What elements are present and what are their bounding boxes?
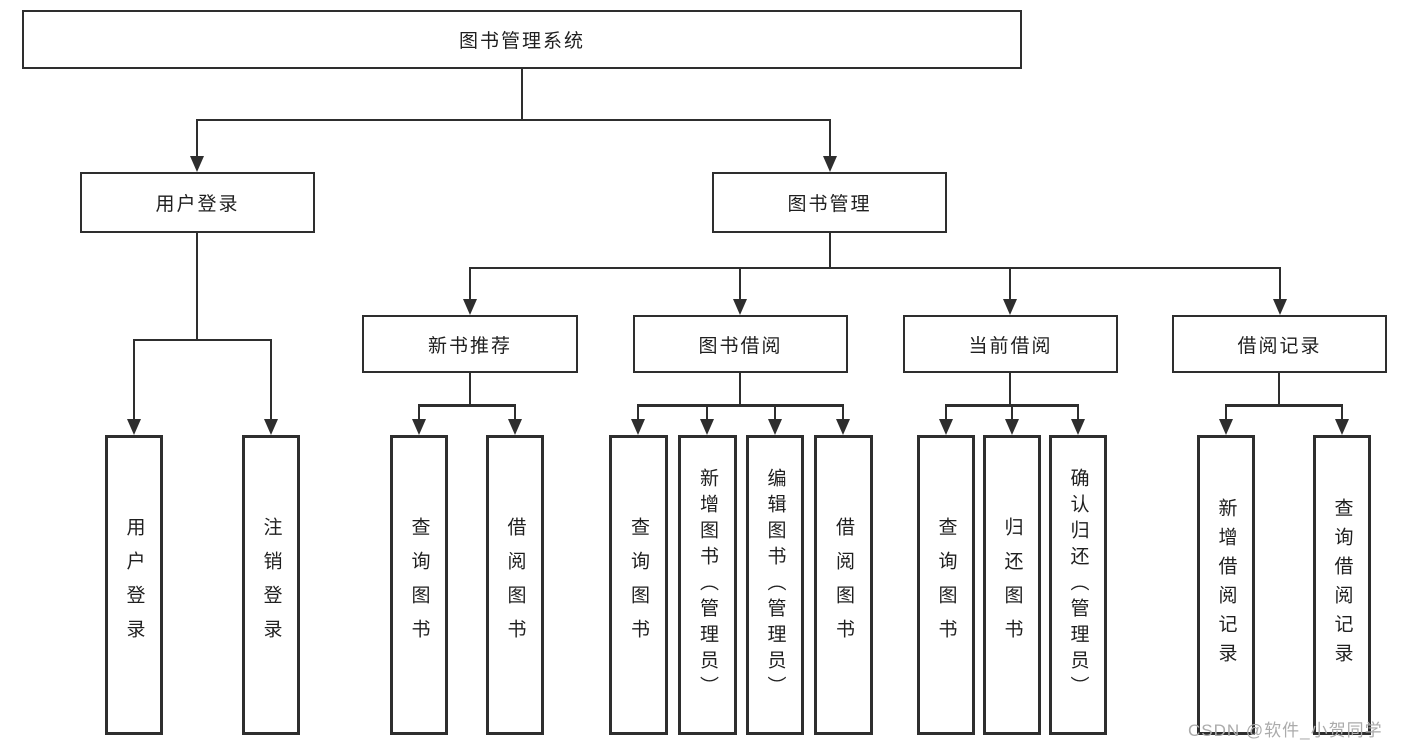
connector-stem	[774, 404, 776, 420]
node-label: 新增借阅记录	[1215, 498, 1237, 672]
node-current-borrowing: 当前借阅	[903, 315, 1118, 373]
node-label: 查询图书	[408, 517, 430, 653]
arrow-down-icon	[463, 299, 477, 315]
arrow-down-icon	[1003, 299, 1017, 315]
connector-stem	[637, 404, 639, 420]
connector-split-horizontal	[1226, 404, 1343, 407]
node-borrow-books-recommend: 借阅图书	[486, 435, 544, 735]
arrow-down-icon	[939, 419, 953, 435]
node-borrow-books-borrowing: 借阅图书	[814, 435, 873, 735]
node-label: 归还图书	[1001, 517, 1023, 653]
node-label: 注销登录	[260, 517, 282, 653]
connector-stem	[739, 372, 741, 405]
node-label: 借阅图书	[504, 517, 526, 653]
node-label: 新增图书（管理员）	[697, 468, 718, 702]
node-user-login: 用户登录	[80, 172, 315, 233]
node-user-login-leaf: 用户登录	[105, 435, 163, 735]
node-label: 图书借阅	[698, 335, 783, 357]
connector-stem	[469, 267, 471, 300]
node-label: 借阅记录	[1237, 335, 1322, 357]
connector-stem	[1225, 404, 1227, 420]
node-return-books: 归还图书	[983, 435, 1041, 735]
node-new-book-recommendation: 新书推荐	[362, 315, 578, 373]
arrow-down-icon	[631, 419, 645, 435]
node-label: 借阅图书	[833, 517, 854, 653]
node-label: 确认归还（管理员）	[1067, 468, 1089, 702]
node-borrowing-records: 借阅记录	[1172, 315, 1387, 373]
connector-stem	[706, 404, 708, 420]
node-query-borrow-record: 查询借阅记录	[1313, 435, 1371, 735]
node-label: 用户登录	[123, 517, 145, 653]
arrow-down-icon	[768, 419, 782, 435]
connector-stem	[945, 404, 947, 420]
node-label: 图书管理	[787, 194, 872, 215]
node-label: 用户登录	[155, 194, 240, 215]
arrow-down-icon	[1005, 419, 1019, 435]
arrow-down-icon	[1071, 419, 1085, 435]
connector-stem	[514, 404, 516, 420]
arrow-down-icon	[1335, 419, 1349, 435]
connector-stem	[739, 267, 741, 300]
connector-split-horizontal	[470, 267, 1281, 269]
connector-root-trunk	[521, 68, 523, 120]
arrow-down-icon	[264, 419, 278, 435]
connector-split-horizontal	[133, 339, 272, 341]
arrow-down-icon	[1273, 299, 1287, 315]
node-label: 当前借阅	[968, 335, 1053, 357]
arrow-down-icon	[733, 299, 747, 315]
node-add-books-admin: 新增图书（管理员）	[678, 435, 737, 735]
connector-stem	[133, 339, 135, 420]
connector-stem	[196, 232, 198, 340]
arrow-down-icon	[508, 419, 522, 435]
connector-stem	[829, 232, 831, 268]
node-logout-login: 注销登录	[242, 435, 300, 735]
arrow-down-icon	[412, 419, 426, 435]
connector-stem	[842, 404, 844, 420]
connector-stem	[1077, 404, 1079, 420]
connector-stem	[1278, 372, 1280, 405]
connector-stem	[469, 372, 471, 405]
node-label: 编辑图书（管理员）	[764, 468, 786, 702]
connector-stem	[418, 404, 420, 420]
connector-stem	[1009, 267, 1011, 300]
node-query-books-current: 查询图书	[917, 435, 975, 735]
arrow-down-icon	[190, 156, 204, 172]
node-label: 查询借阅记录	[1331, 498, 1353, 672]
node-confirm-return-admin: 确认归还（管理员）	[1049, 435, 1107, 735]
node-label: 图书管理系统	[458, 31, 585, 52]
connector-split-horizontal	[638, 404, 844, 407]
node-book-management: 图书管理	[712, 172, 947, 233]
watermark-text: CSDN @软件_小贺同学	[1188, 721, 1383, 740]
arrow-down-icon	[1219, 419, 1233, 435]
arrow-down-icon	[127, 419, 141, 435]
connector-stem	[1011, 404, 1013, 420]
node-query-books-borrowing: 查询图书	[609, 435, 668, 735]
node-edit-books-admin: 编辑图书（管理员）	[746, 435, 804, 735]
connector-stem	[270, 339, 272, 420]
connector-stem	[1279, 267, 1281, 300]
node-label: 查询图书	[628, 517, 649, 653]
connector-stem	[829, 119, 831, 159]
connector-stem	[196, 119, 198, 159]
connector-stem	[1009, 372, 1011, 405]
arrow-down-icon	[836, 419, 850, 435]
connector-split-horizontal	[419, 404, 516, 407]
node-library-management-system: 图书管理系统	[22, 10, 1022, 69]
connector-stem	[1341, 404, 1343, 420]
arrow-down-icon	[700, 419, 714, 435]
node-label: 新书推荐	[427, 335, 512, 357]
arrow-down-icon	[823, 156, 837, 172]
node-label: 查询图书	[935, 517, 957, 653]
node-book-borrowing: 图书借阅	[633, 315, 848, 373]
node-add-borrow-record: 新增借阅记录	[1197, 435, 1255, 735]
connector-level1-horizontal	[197, 119, 831, 121]
node-query-books-recommend: 查询图书	[390, 435, 448, 735]
